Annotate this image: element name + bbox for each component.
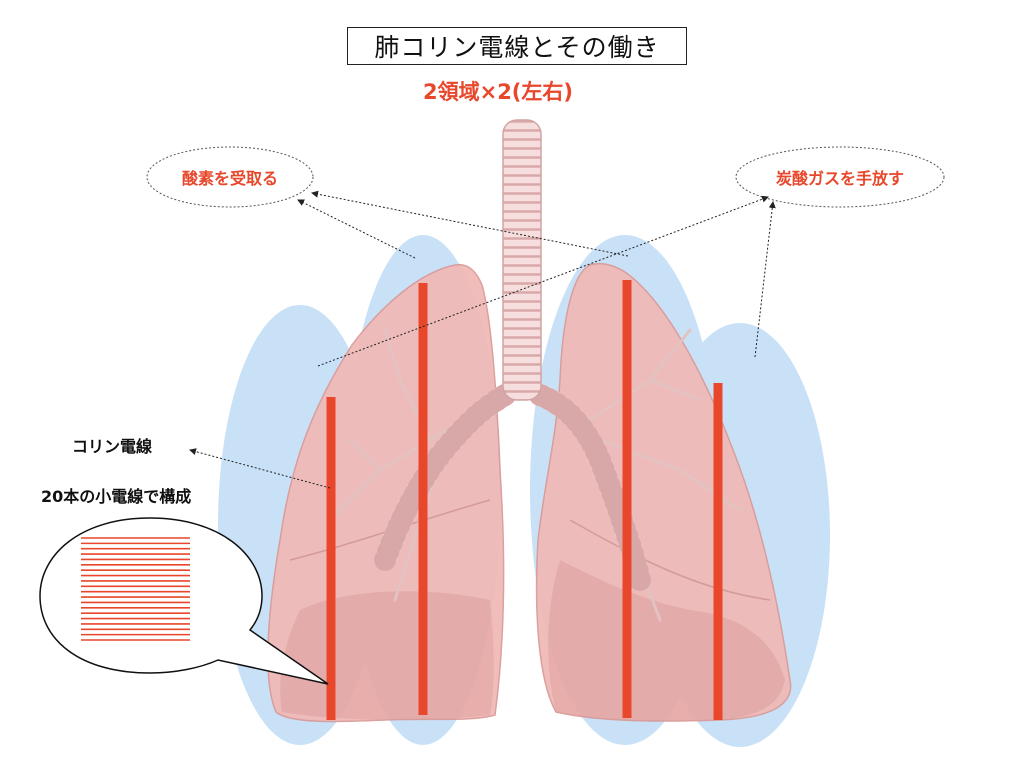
wire-label: コリン電線: [72, 437, 153, 456]
trachea: [502, 119, 542, 401]
oxygen-label-ellipse: [146, 146, 314, 208]
left-lung-shade: [280, 591, 494, 720]
wire-detail-label: 20本の小電線で構成: [41, 487, 192, 506]
choline-wires: [326, 280, 723, 720]
diagram-subtitle: 2領域×2(左右): [422, 80, 573, 104]
co2-label-ellipse: [735, 146, 945, 208]
diagram-title: 肺コリン電線とその働き: [347, 27, 687, 65]
arrow-left-outer-to-co2: [317, 195, 769, 367]
right-lung: [535, 262, 792, 722]
co2-label: 炭酸ガスを手放す: [775, 169, 904, 188]
oxygen-label: 酸素を受取る: [181, 169, 278, 188]
arrows: [189, 190, 776, 489]
right-lung-shade: [548, 560, 785, 722]
arrow-left-region-to-oxygen: [297, 199, 416, 259]
fissure-right: [569, 519, 771, 601]
arrow-right-region-to-oxygen: [311, 190, 629, 257]
wire-detail-bubble: [39, 517, 329, 685]
arrow-wire-to-label: [189, 448, 331, 489]
